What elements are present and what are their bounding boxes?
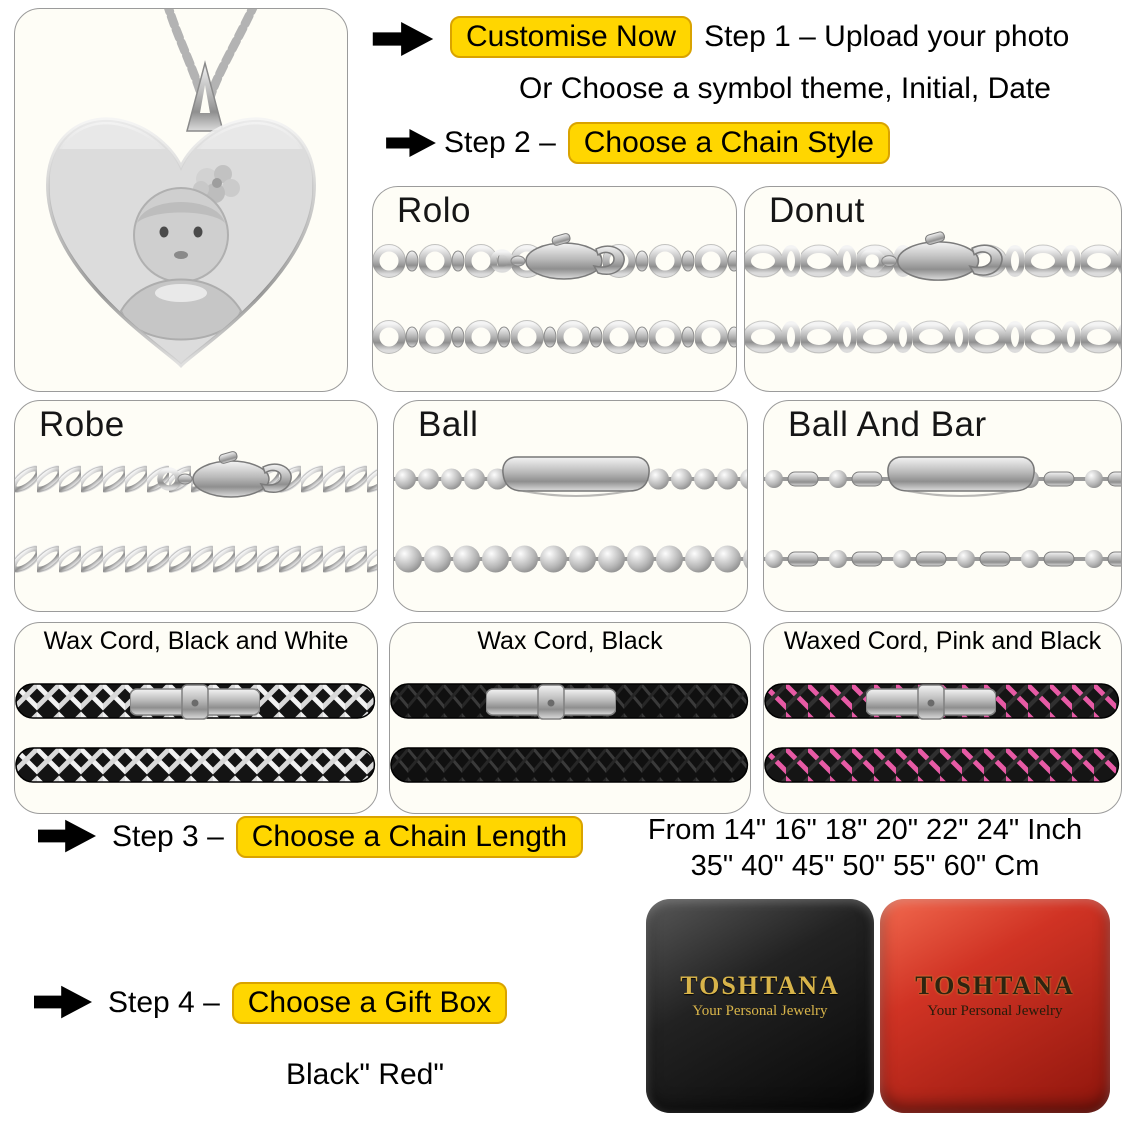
step2-arrow-icon [386, 129, 436, 157]
chain-card-wax-black[interactable]: Wax Cord, Black [389, 622, 751, 814]
lobster-clasp-icon [857, 227, 1017, 295]
engraved-baby-photo [50, 149, 312, 364]
black-cord-image [390, 747, 749, 783]
chain-style-label: Ball And Bar [788, 405, 987, 444]
choose-chain-style-button[interactable]: Choose a Chain Style [567, 122, 890, 164]
brand-tagline: Your Personal Jewelry [927, 1003, 1063, 1019]
lobster-clasp-icon [155, 447, 305, 511]
gift-box-lid: TOSHTANA Your Personal Jewelry [880, 899, 1110, 1113]
gift-box-lid: TOSHTANA Your Personal Jewelry [646, 899, 874, 1113]
robe-chain-image [15, 537, 377, 581]
step2-text: Step 2 – [444, 126, 556, 159]
ball-and-bar-chain-image [764, 537, 1121, 581]
pendant-preview-card [14, 8, 348, 392]
chain-card-rolo[interactable]: Rolo [372, 186, 737, 392]
pink-cord-image [764, 747, 1120, 783]
chain-style-label: Wax Cord, Black and White [43, 627, 349, 655]
donut-chain-image [745, 315, 1121, 359]
chain-card-robe[interactable]: Robe [14, 400, 378, 612]
chain-style-label: Rolo [397, 191, 471, 230]
necklace-chain-strand [204, 9, 258, 106]
barrel-clasp-icon [130, 684, 260, 720]
chain-style-label: Donut [769, 191, 865, 230]
gift-box-red[interactable]: TOSHTANA Your Personal Jewelry [880, 899, 1110, 1113]
chain-style-label: Robe [39, 405, 125, 444]
step1-row: Customise Now Step 1 – Upload your photo [450, 16, 1069, 58]
chain-card-ball-and-bar[interactable]: Ball And Bar [763, 400, 1122, 612]
rolo-chain-image [373, 315, 736, 359]
lobster-clasp-icon [488, 229, 638, 293]
heart-pendant-photo [46, 9, 316, 368]
gift-box-color-options: Black" Red" [285, 1058, 445, 1091]
length-cm: 35" 40" 45" 50" 55" 60" Cm [690, 850, 1040, 883]
chain-card-wax-pink-black[interactable]: Waxed Cord, Pink and Black [763, 622, 1122, 814]
chain-style-label: Wax Cord, Black [477, 627, 663, 655]
choose-chain-length-button[interactable]: Choose a Chain Length [235, 816, 583, 858]
step1-subtext: Or Choose a symbol theme, Initial, Date [519, 72, 1051, 105]
barrel-clasp-icon [486, 684, 616, 720]
brand-logo: TOSHTANA [680, 971, 840, 1000]
chain-style-label: Ball [418, 405, 479, 444]
gift-box-black[interactable]: TOSHTANA Your Personal Jewelry [646, 899, 874, 1113]
step4-arrow-icon [34, 985, 92, 1019]
step1-text: Step 1 – Upload your photo [704, 20, 1070, 53]
connector-plate-icon [501, 456, 651, 497]
chain-style-label: Waxed Cord, Pink and Black [783, 627, 1102, 655]
chain-card-ball[interactable]: Ball [393, 400, 748, 612]
step4-row: Step 4 – Choose a Gift Box [108, 982, 508, 1024]
bw-cord-image [15, 747, 376, 783]
step1-arrow-icon [372, 22, 434, 56]
ball-chain-image [394, 537, 747, 581]
necklace-chain-strand [164, 9, 208, 106]
barrel-clasp-icon [866, 684, 996, 720]
chain-card-wax-black-white[interactable]: Wax Cord, Black and White [14, 622, 378, 814]
connector-plate-icon [886, 456, 1036, 497]
customise-now-button[interactable]: Customise Now [450, 16, 693, 58]
step2-row: Step 2 – Choose a Chain Style [444, 122, 890, 164]
step3-text: Step 3 – [112, 820, 224, 853]
step3-arrow-icon [38, 819, 96, 853]
length-inches: From 14" 16" 18" 20" 22" 24" Inch [647, 814, 1083, 846]
chain-card-donut[interactable]: Donut [744, 186, 1122, 392]
step4-text: Step 4 – [108, 986, 220, 1019]
step3-row: Step 3 – Choose a Chain Length [112, 816, 583, 858]
chain-length-options: From 14" 16" 18" 20" 22" 24" Inch 35" 40… [622, 812, 1108, 885]
brand-logo: TOSHTANA [915, 971, 1075, 1000]
choose-gift-box-button[interactable]: Choose a Gift Box [231, 982, 508, 1024]
brand-tagline: Your Personal Jewelry [692, 1003, 828, 1019]
